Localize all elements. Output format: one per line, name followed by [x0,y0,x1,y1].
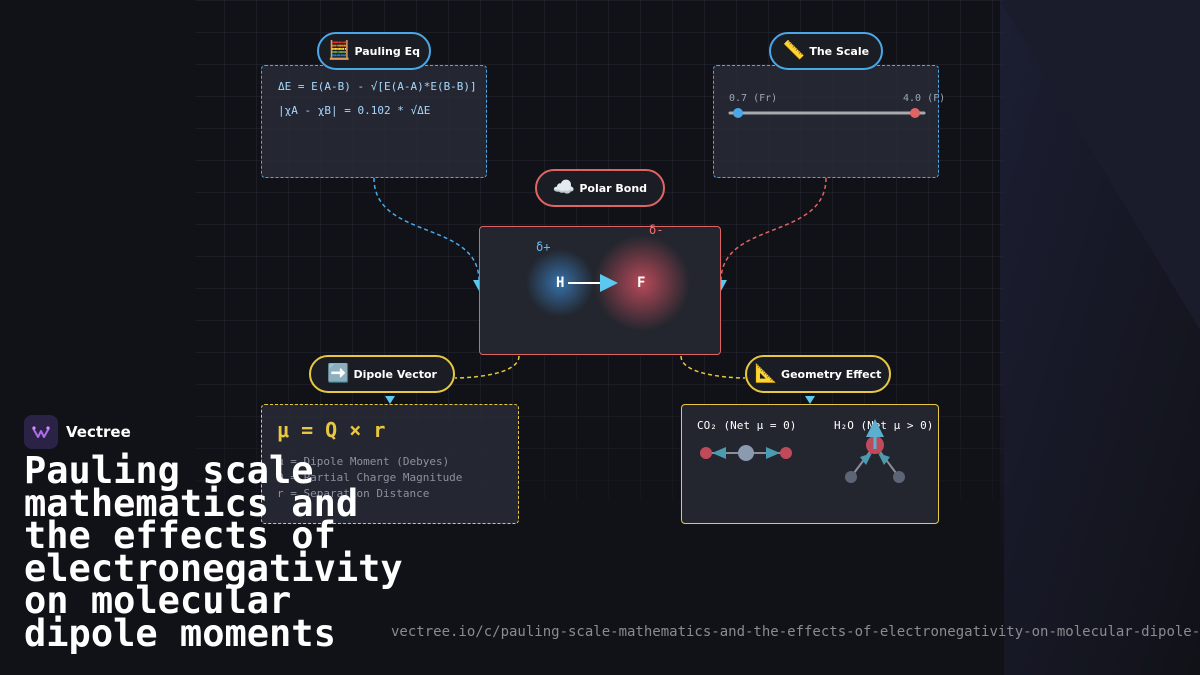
dipole-definition: r = Separation Distance [277,487,430,500]
co2-label: CO₂ (Net μ = 0) [697,419,797,432]
scale-max-label: 4.0 (F) [903,93,946,104]
scale-min-label: 0.7 (Fr) [729,93,778,104]
connector-bond-to-geometry [680,355,746,379]
dipole-vector-panel: μ = Q × r μ = Dipole Moment (Debyes) Q =… [261,404,519,524]
h2o-label: H₂O (Net μ > 0) [834,419,934,432]
vectree-logo-icon [24,415,58,449]
page-url[interactable]: vectree.io/c/pauling-scale-mathematics-a… [391,624,1200,640]
connector-pauling-to-bond [373,177,480,281]
right-arrow-icon: ➡️ [327,363,350,384]
brand: Vectree [24,415,131,449]
node-label: The Scale [809,44,870,58]
delta-minus-label: δ- [649,223,664,237]
ruler-icon: 📏 [782,40,806,61]
brand-name: Vectree [66,423,131,441]
node-label: Geometry Effect [781,367,882,381]
delta-plus-label: δ+ [536,240,551,254]
scale-bar [728,108,926,118]
cloud-icon: ☁️ [552,177,576,198]
atom-f-label: F [637,275,646,291]
triangle-ruler-icon: 📐 [754,363,778,384]
dipole-vector-node[interactable]: ➡️ Dipole Vector [309,355,455,393]
abacus-icon: 🧮 [328,40,351,61]
node-label: Polar Bond [579,181,648,195]
scale-node[interactable]: 📏 The Scale [769,32,883,70]
scale-min-dot [733,108,743,118]
molecule-geometry-diagram [700,419,905,483]
dipole-definition: μ = Dipole Moment (Debyes) [277,455,450,468]
connector-scale-to-bond [720,177,827,281]
page-title: Pauling scale mathematics and the effect… [24,449,403,655]
scale-panel: 0.7 (Fr) 4.0 (F) [713,65,945,178]
connector-bond-to-dipole [454,355,520,379]
scale-max-dot [910,108,920,118]
geometry-effect-node[interactable]: 📐 Geometry Effect [745,355,891,393]
dipole-equation: μ = Q × r [277,418,386,442]
geometry-effect-panel: CO₂ (Net μ = 0) H₂O (Net μ > 0) [681,404,939,524]
polar-bond-panel: δ+ δ- H F [479,223,721,355]
pauling-equation-line: ΔE = E(A-B) - √[E(A-A)*E(B-B)] [278,80,477,93]
atom-h-label: H [556,275,565,291]
pauling-equation-line: |χA - χB| = 0.102 * √ΔE [278,104,431,117]
polar-bond-diagram [526,235,690,331]
dipole-definition: Q = Partial Charge Magnitude [277,471,463,484]
node-label: Dipole Vector [353,367,437,381]
node-label: Pauling Eq [354,44,420,58]
pauling-eq-node[interactable]: 🧮 Pauling Eq [317,32,431,70]
pauling-eq-panel: ΔE = E(A-B) - √[E(A-A)*E(B-B)] |χA - χB|… [261,65,487,178]
polar-bond-node[interactable]: ☁️ Polar Bond [535,169,665,207]
arrowhead [805,396,815,404]
arrowhead [385,396,395,404]
